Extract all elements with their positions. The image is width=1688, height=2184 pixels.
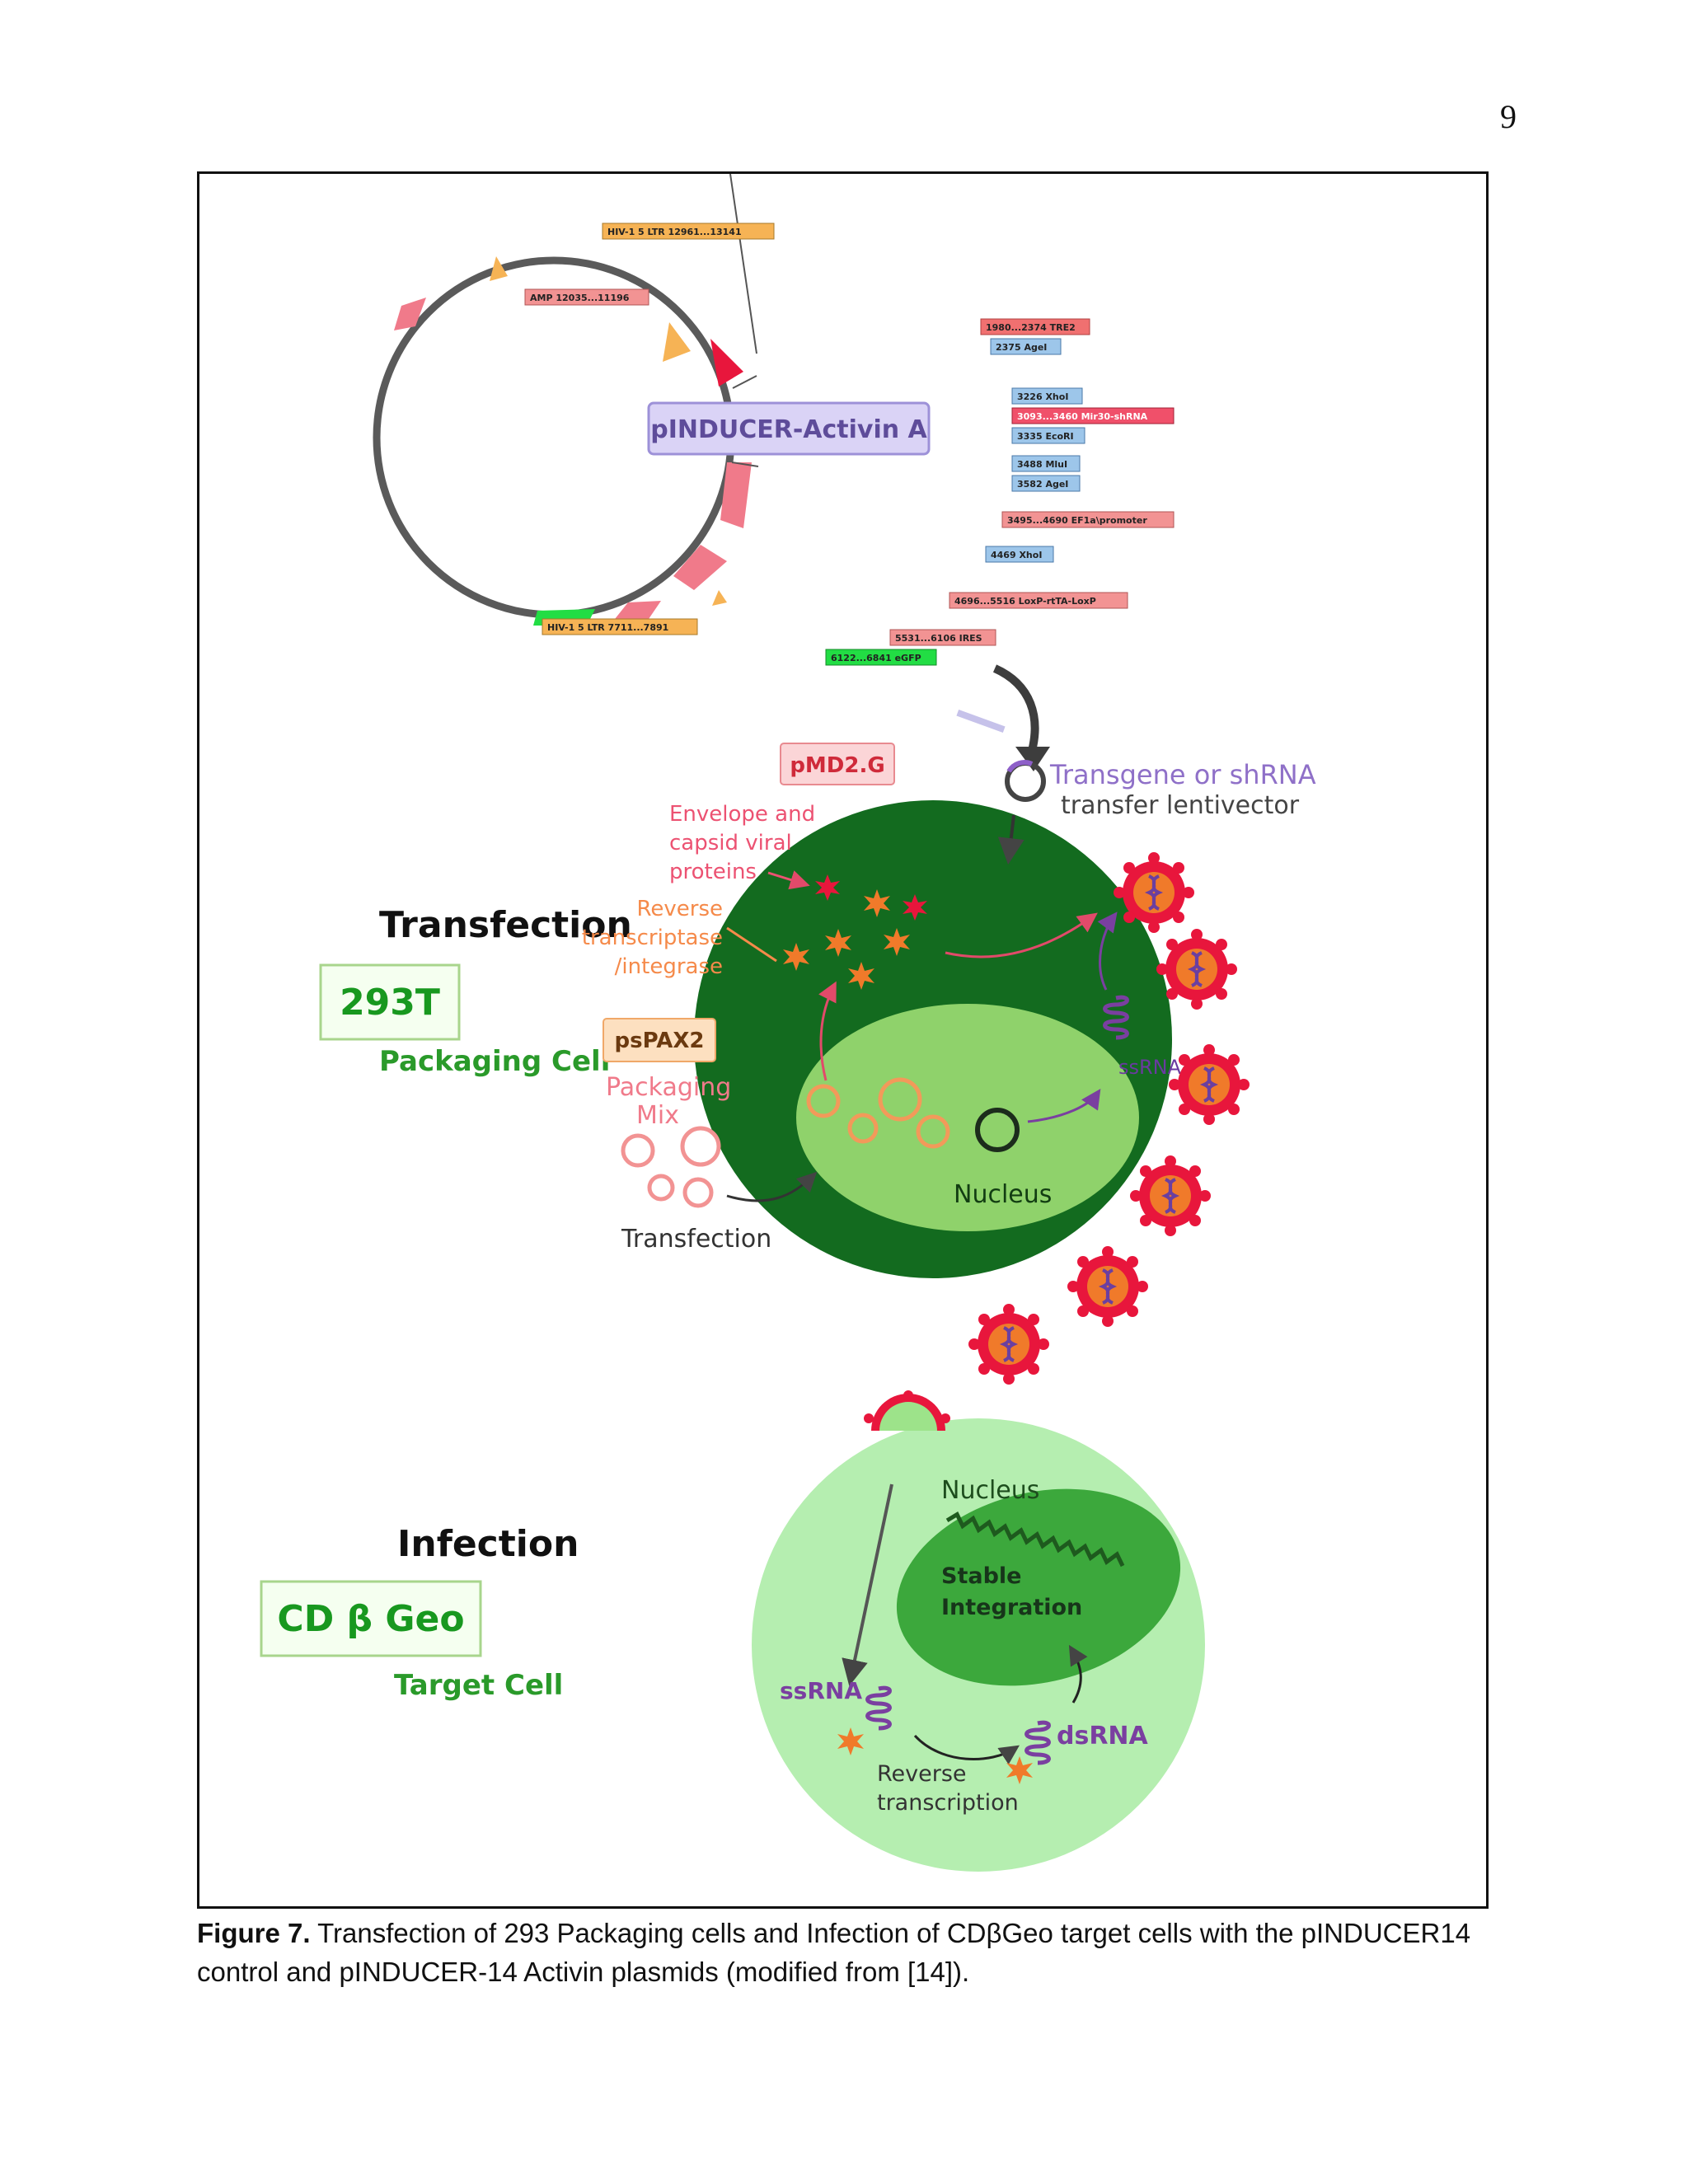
plasmid-name-box xyxy=(647,401,931,456)
svg-text:Packaging: Packaging xyxy=(606,1073,731,1102)
transgene-label: Transgene or shRNA xyxy=(1049,759,1316,790)
svg-text:Stable: Stable xyxy=(941,1563,1021,1589)
reverse-transcription-label: Reverse transcription xyxy=(877,1761,1019,1816)
tre2-arrow xyxy=(710,339,743,387)
target-cell-line-box xyxy=(260,1580,482,1657)
target-nucleus xyxy=(896,1488,1181,1686)
target-nucleus-label: Nucleus xyxy=(941,1476,1039,1505)
nucleus-label: Nucleus xyxy=(954,1180,1052,1209)
svg-text:5531...6106 IRES: 5531...6106 IRES xyxy=(895,633,982,644)
dsrna-label: dsRNA xyxy=(1057,1722,1149,1750)
svg-text:Envelope and: Envelope and xyxy=(669,802,815,827)
reverse-transcriptase-label: Reverse transcriptase /integrase xyxy=(582,897,723,979)
svg-text:6122...6841 eGFP: 6122...6841 eGFP xyxy=(831,653,921,663)
cell-line-293t: 293T xyxy=(340,982,440,1024)
svg-text:capsid viral: capsid viral xyxy=(669,831,792,855)
feature-label: 3488 MluI xyxy=(1011,455,1081,472)
packaging-cell-label: Packaging Cell xyxy=(379,1045,610,1078)
virus-particle xyxy=(1155,927,1239,1011)
nuclear-plasmids xyxy=(806,1077,950,1149)
svg-text:4469 XhoI: 4469 XhoI xyxy=(991,550,1042,560)
svg-text:3093...3460 Mir30-shRNA: 3093...3460 Mir30-shRNA xyxy=(1017,411,1148,422)
transfection-arrow-label: Transfection xyxy=(621,1225,771,1254)
virus-particle xyxy=(1167,1043,1251,1127)
feature-label: 1980...2374 TRE2 xyxy=(980,318,1090,335)
virus-particle xyxy=(1112,851,1196,935)
plasmid-name: pINDUCER-Activin A xyxy=(650,415,927,444)
svg-text:AMP 12035...11196: AMP 12035...11196 xyxy=(530,293,630,303)
svg-text:HIV-1 5 LTR 7711...7891: HIV-1 5 LTR 7711...7891 xyxy=(547,622,668,633)
cell-line-cd-beta-geo: CD β Geo xyxy=(277,1598,464,1640)
packaging-plasmids xyxy=(621,1126,721,1208)
feature-label: AMP 12035...11196 xyxy=(524,288,649,306)
ssrna-label-infection: ssRNA xyxy=(780,1677,862,1704)
page-number: 9 xyxy=(1500,98,1517,135)
svg-text:HIV-1 5 LTR 12961...13141: HIV-1 5 LTR 12961...13141 xyxy=(607,227,742,237)
rtta-arrow xyxy=(673,545,727,590)
feature-label: 4696...5516 LoxP-rtTA-LoxP xyxy=(949,592,1128,609)
envelope-label: Envelope and capsid viral proteins xyxy=(669,802,815,884)
svg-text:3488 MluI: 3488 MluI xyxy=(1017,459,1067,470)
svg-text:3495...4690 EF1a\promoter: 3495...4690 EF1a\promoter xyxy=(1007,515,1147,526)
figure-caption: Figure 7. Transfection of 293 Packaging … xyxy=(197,1914,1499,1991)
feature-label: 4469 XhoI xyxy=(985,546,1054,563)
ssrna-label-transfection: ssRNA xyxy=(1118,1056,1182,1079)
svg-text:3335 EcoRI: 3335 EcoRI xyxy=(1017,431,1074,442)
svg-text:2375 AgeI: 2375 AgeI xyxy=(996,342,1047,353)
feature-label: 3335 EcoRI xyxy=(1011,427,1085,444)
ires-arrow xyxy=(612,601,661,623)
amp-arrow xyxy=(394,298,426,330)
transfection-heading: Transfection xyxy=(379,904,632,946)
svg-text:Reverse: Reverse xyxy=(877,1761,967,1787)
packaging-nucleus xyxy=(796,1004,1139,1231)
feature-label: 3495...4690 EF1a\promoter xyxy=(1001,511,1175,528)
ef1a-promoter-arrow xyxy=(720,462,752,528)
feature-label: HIV-1 5 LTR 12961...13141 xyxy=(602,223,775,240)
svg-text:transcriptase: transcriptase xyxy=(582,926,723,950)
svg-text:4696...5516 LoxP-rtTA-LoxP: 4696...5516 LoxP-rtTA-LoxP xyxy=(954,596,1096,607)
transfer-lentivector-label: transfer lentivector xyxy=(1061,791,1300,820)
svg-text:3582 AgeI: 3582 AgeI xyxy=(1017,479,1068,490)
svg-text:Reverse: Reverse xyxy=(636,897,723,921)
packaging-mix-label: Packaging Mix xyxy=(606,1073,731,1130)
stable-integration-label: Stable Integration xyxy=(941,1563,1082,1620)
svg-text:1980...2374 TRE2: 1980...2374 TRE2 xyxy=(986,322,1076,333)
pspax2-box xyxy=(603,1018,716,1062)
cell-line-box xyxy=(319,963,461,1041)
pmd2g-box xyxy=(780,743,895,785)
feature-label: 3093...3460 Mir30-shRNA xyxy=(1011,407,1175,424)
svg-text:3226 XhoI: 3226 XhoI xyxy=(1017,391,1068,402)
virus-particle xyxy=(1128,1154,1212,1238)
svg-text:Integration: Integration xyxy=(941,1595,1082,1620)
plasmid-map: pINDUCER-Activin A xyxy=(373,174,931,626)
pspax2-label: psPAX2 xyxy=(614,1029,704,1053)
svg-text:transcription: transcription xyxy=(877,1790,1019,1816)
caption-label: Figure 7. xyxy=(197,1918,311,1948)
feature-label: HIV-1 5 LTR 7711...7891 xyxy=(542,618,698,635)
pmd2g-label: pMD2.G xyxy=(790,753,884,778)
caption-text: Transfection of 293 Packaging cells and … xyxy=(197,1918,1471,1987)
feature-label: 3226 XhoI xyxy=(1011,387,1083,405)
integrated-dna xyxy=(945,1511,1125,1568)
feature-label: 3582 AgeI xyxy=(1011,475,1081,492)
plasmid-feature-labels: HIV-1 5 LTR 12961...13141 AMP 12035...11… xyxy=(524,223,1175,666)
target-cell-label: Target Cell xyxy=(394,1669,563,1702)
virus-particle xyxy=(967,1302,1051,1386)
svg-text:/integrase: /integrase xyxy=(615,954,723,979)
feature-label: 5531...6106 IRES xyxy=(889,629,996,646)
plasmid-to-vector-arrow xyxy=(992,664,1039,752)
svg-text:proteins: proteins xyxy=(669,860,757,884)
infection-heading: Infection xyxy=(397,1523,579,1565)
figure-diagram: pINDUCER-Activin A HIV-1 5 LTR 12961...1… xyxy=(260,174,1316,1872)
transfer-vector-nuclear xyxy=(975,1108,1020,1152)
figure-frame: pINDUCER-Activin A HIV-1 5 LTR 12961...1… xyxy=(197,171,1489,1909)
infection-section: Infection CD β Geo Target Cell Nucleus S… xyxy=(260,1390,1205,1872)
transfection-section: Transfection 293T Packaging Cell Nucleus… xyxy=(319,743,1316,1386)
virus-particle xyxy=(1066,1244,1150,1329)
feature-label: 2375 AgeI xyxy=(990,338,1062,355)
feature-label: 6122...6841 eGFP xyxy=(825,649,937,666)
svg-text:Mix: Mix xyxy=(636,1101,679,1130)
